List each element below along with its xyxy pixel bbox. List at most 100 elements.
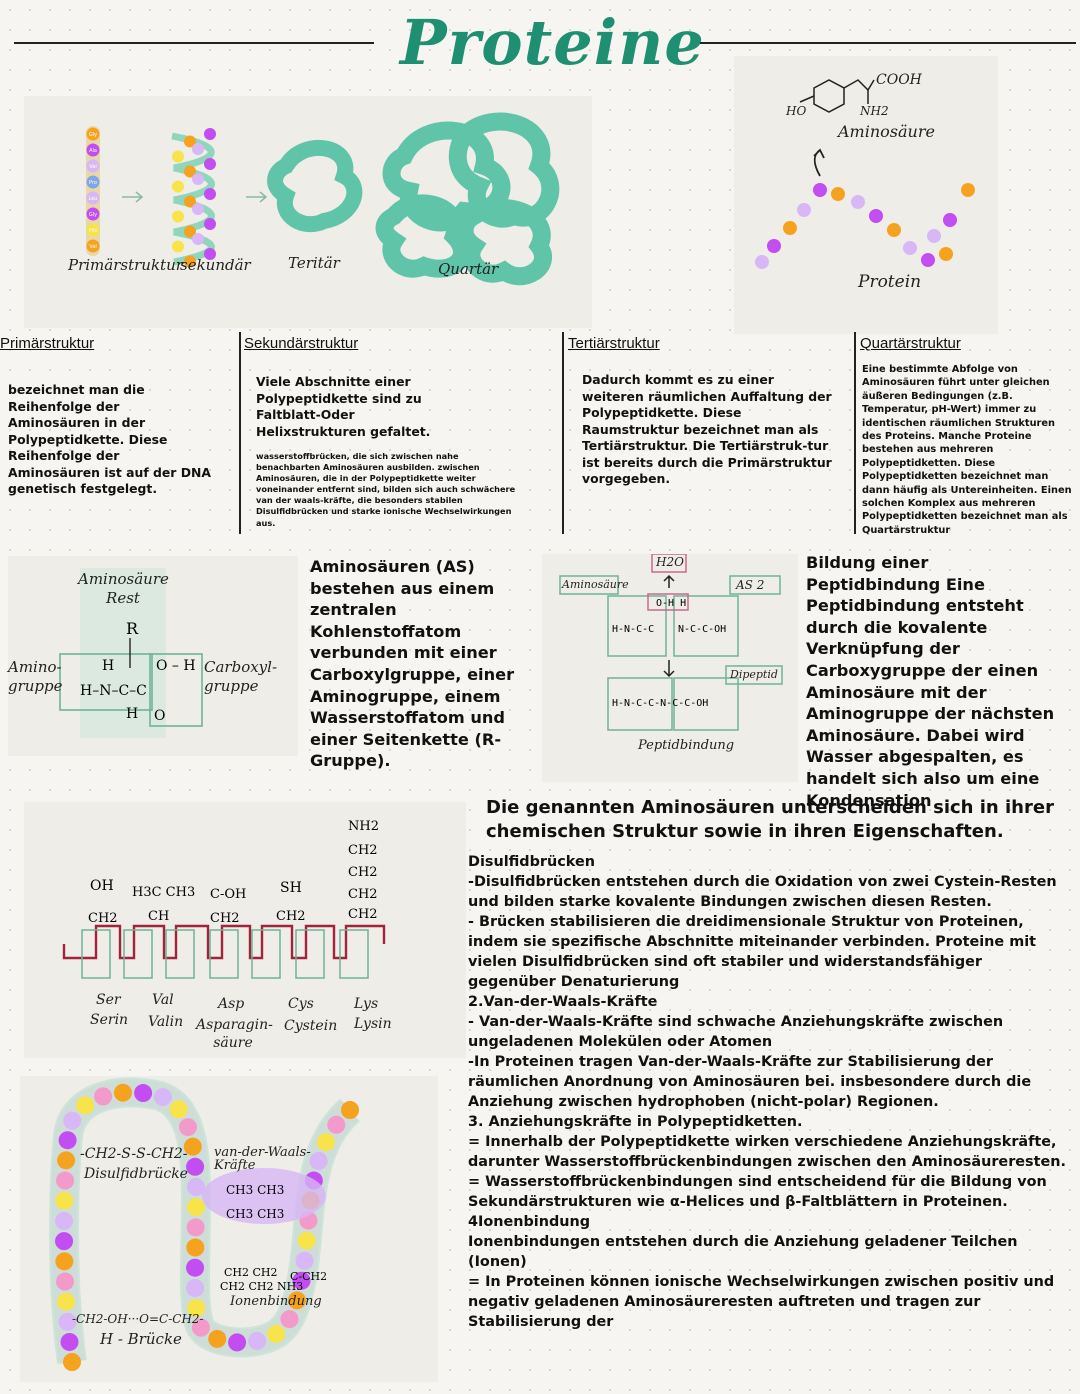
amino-protein-figure: COOH HO NH2 Aminosäure Protein xyxy=(734,56,998,334)
title-rule-left xyxy=(14,42,374,44)
bridge-bead xyxy=(55,1232,74,1251)
primary-bead-label: Val xyxy=(89,244,97,250)
protein-bead xyxy=(943,213,957,227)
side-cys-ch2: CH2 xyxy=(276,909,306,924)
protein-beads xyxy=(755,183,975,269)
bridge-bead xyxy=(55,1252,74,1271)
formula-nh2: NH2 xyxy=(860,104,889,118)
ionic-right: C-CH2 xyxy=(290,1270,327,1283)
dipeptid-box xyxy=(725,665,783,685)
bridge-bead xyxy=(228,1333,247,1352)
label-tertiary: Teritär xyxy=(288,254,340,272)
helix-bead xyxy=(192,173,204,185)
primary-bead xyxy=(86,223,100,237)
bridge-bead xyxy=(341,1101,359,1119)
side-ser-ch2: CH2 xyxy=(88,911,118,926)
peptide-backbone xyxy=(62,924,386,960)
label-peptidbindung: Peptidbindung xyxy=(638,738,735,753)
bridge-bead xyxy=(191,1318,210,1337)
protein-bead xyxy=(767,239,781,253)
primary-bead xyxy=(86,239,100,253)
label-secondary: sekundär xyxy=(180,256,251,274)
carboxyl-group-box xyxy=(149,653,203,727)
formula-cooh: COOH xyxy=(876,72,922,88)
protein-bead xyxy=(869,209,883,223)
label-vdw: van-der-Waals-Kräfte xyxy=(214,1145,311,1173)
bonds-disulfid-2: - Brücken stabilisieren die dreidimensio… xyxy=(468,914,1037,990)
heading-tertiary: Tertiärstruktur xyxy=(568,335,660,352)
abbr-lys: Lys xyxy=(354,996,379,1012)
bridge-bead xyxy=(63,1353,81,1371)
helix-bead xyxy=(204,218,216,230)
bridge-bead xyxy=(187,1299,206,1318)
bridge-bead xyxy=(295,1251,314,1270)
peptide-figure: H-N-C-C O-H H N-C-C-OH H-N-C-C-N-C-C-OH … xyxy=(542,553,798,782)
text-aminoacid: Aminosäuren (AS) bestehen aus einem zent… xyxy=(310,557,515,771)
helix-bead xyxy=(204,248,216,260)
dipeptid-left-box xyxy=(607,677,673,731)
helix-bead xyxy=(192,233,204,245)
heading-primary: Primärstruktur xyxy=(0,335,95,352)
side-lys-nh2: NH2 xyxy=(348,819,379,834)
as2-box xyxy=(729,575,781,595)
primary-bead xyxy=(86,191,100,205)
bridge-bead xyxy=(56,1171,75,1190)
h2o-box xyxy=(651,553,687,573)
bridge-bead xyxy=(186,1238,205,1257)
as1-box xyxy=(559,575,619,595)
ionic-nh3: CH2 CH2 NH3 xyxy=(220,1280,303,1293)
primary-bead-label: Ala xyxy=(89,148,97,154)
bridge-bead xyxy=(287,1291,306,1310)
protein-bead xyxy=(903,241,917,255)
bridge-bead xyxy=(169,1100,188,1119)
label-h2o: H2O xyxy=(656,555,684,569)
bridge-bead xyxy=(267,1324,286,1343)
page-title: Proteine xyxy=(400,6,705,79)
protein-bead xyxy=(755,255,769,269)
helix-ribbon xyxy=(171,132,215,266)
protein-bead xyxy=(927,229,941,243)
as1-formula: H-N-C-C xyxy=(612,624,654,635)
helix-bead xyxy=(184,135,196,148)
protein-bead xyxy=(961,183,975,197)
bonds-ionic-1: Ionenbindungen entstehen durch die Anzie… xyxy=(468,1234,1018,1270)
aminoacid-structure-drawing: R H–N–C–C H H O – H O xyxy=(59,568,203,738)
primary-bead-label: Val xyxy=(89,164,97,170)
bridge-bead xyxy=(57,1151,76,1170)
primary-bead-label: Leu xyxy=(89,196,98,202)
bonds-vdw-heading: 2.Van-der-Waals-Kräfte xyxy=(468,994,658,1010)
text-secondary: Viele Abschnitte einer Polypeptidkette s… xyxy=(256,374,431,439)
primary-bead-label: Gly xyxy=(89,212,97,218)
dipeptid-formula: H-N-C-C-N-C-C-OH xyxy=(612,698,708,709)
helix-bead xyxy=(192,203,204,215)
arrow-up-icon xyxy=(813,148,825,177)
bonds-attraction-heading: 3. Anziehungskräfte in Polypeptidketten. xyxy=(468,1114,803,1130)
bridge-bead xyxy=(60,1332,79,1351)
bridge-bead xyxy=(186,1198,205,1217)
bridge-bead xyxy=(153,1088,172,1107)
primary-bead-label: Gly xyxy=(89,132,97,138)
side-ser: OH xyxy=(90,878,114,894)
bridge-bead xyxy=(56,1272,75,1291)
formula-ho: HO xyxy=(786,104,807,118)
bonds-text-block: Disulfidbrücken -Disulfidbrücken entsteh… xyxy=(468,852,1072,1332)
protein-bead xyxy=(939,247,953,261)
bonds-disulfid-heading: Disulfidbrücken xyxy=(468,854,595,870)
helix-bead xyxy=(204,188,216,200)
helix-beads xyxy=(172,128,216,268)
note-secondary: wasserstoffbrücken, die sich zwischen na… xyxy=(256,451,516,528)
bridge-bead xyxy=(63,1111,82,1130)
bond-lines xyxy=(799,79,875,103)
abbr-cys: Cys xyxy=(288,996,314,1012)
label-aminoacid: Aminosäure xyxy=(838,122,935,141)
abbr-ser: Ser xyxy=(96,992,121,1008)
arrow-icon xyxy=(246,191,268,203)
helix-bead xyxy=(172,150,184,163)
label-as2: AS 2 xyxy=(736,578,765,592)
primary-bead xyxy=(86,207,100,221)
bridge-bead xyxy=(297,1231,316,1250)
atom-o-h: O – H xyxy=(156,658,196,674)
heading-quaternary: Quartärstruktur xyxy=(860,335,961,352)
dipeptid-right-box xyxy=(673,677,739,731)
